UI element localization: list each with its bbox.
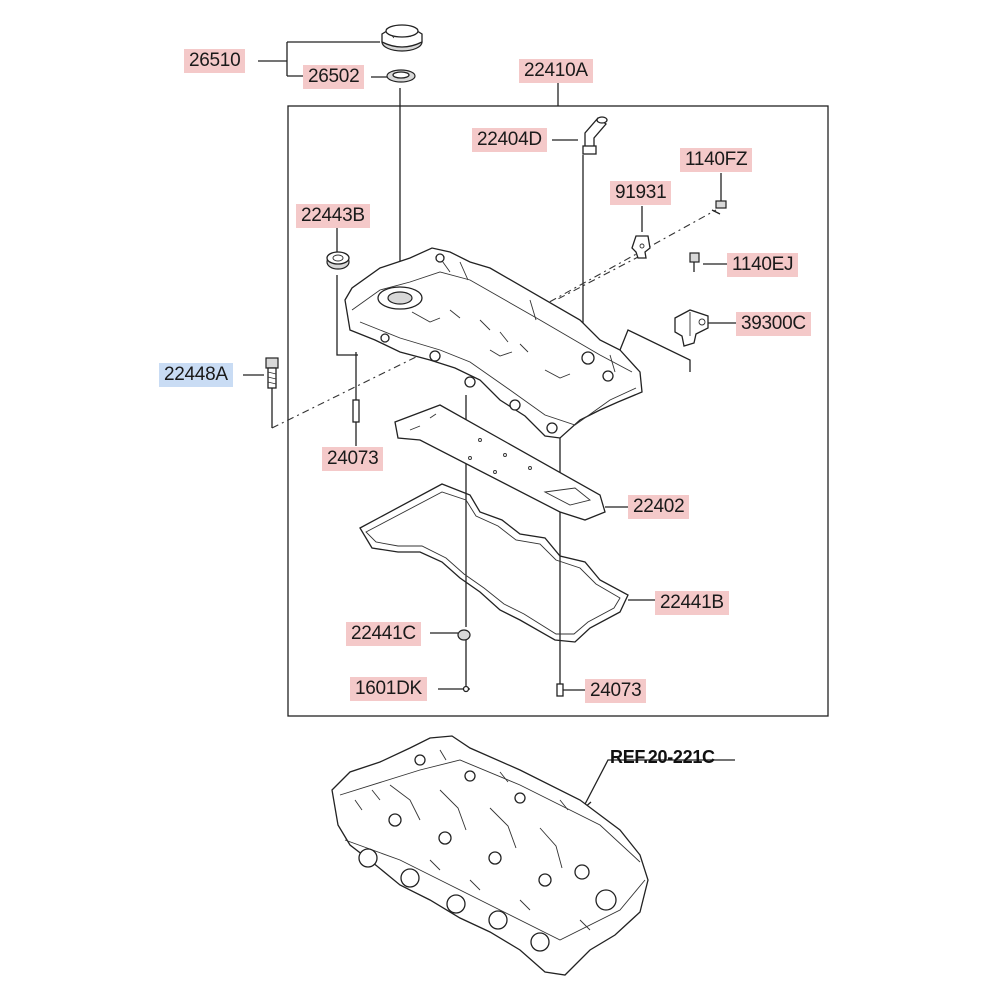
- assembly-centerlines: [271, 209, 717, 429]
- part-label-22448A[interactable]: 22448A: [159, 363, 233, 387]
- seal-22443B[interactable]: [326, 251, 350, 270]
- part-label-24073-top[interactable]: 24073: [322, 447, 384, 471]
- part-label-22441C[interactable]: 22441C: [346, 622, 421, 646]
- pcv-fitting-22404D[interactable]: [582, 116, 608, 155]
- baffle-plate-22402[interactable]: [394, 404, 606, 521]
- part-label-26502[interactable]: 26502: [303, 65, 365, 89]
- reference-label[interactable]: REF.20-221C: [610, 747, 715, 767]
- filler-cap-gasket-26502[interactable]: [386, 69, 416, 83]
- part-label-24073-bottom[interactable]: 24073: [585, 679, 647, 703]
- part-label-1140EJ[interactable]: 1140EJ: [727, 253, 799, 277]
- part-label-22404D[interactable]: 22404D: [472, 128, 547, 152]
- dowel-pin-24073-bottom[interactable]: [556, 683, 564, 697]
- part-label-91931[interactable]: 91931: [610, 181, 672, 205]
- seal-22441C[interactable]: [457, 629, 471, 641]
- bolt-1140FZ[interactable]: [711, 200, 727, 215]
- bolt-1140EJ[interactable]: [689, 252, 700, 272]
- bolt-22448A[interactable]: [265, 357, 279, 389]
- cylinder-head-reference[interactable]: [331, 735, 649, 976]
- part-label-22441B[interactable]: 22441B: [655, 591, 729, 615]
- part-label-1140FZ[interactable]: 1140FZ: [680, 148, 753, 172]
- oil-filler-cap-26510[interactable]: [381, 24, 423, 52]
- cam-sensor-39300C[interactable]: [674, 309, 709, 347]
- part-label-22443B[interactable]: 22443B: [296, 204, 370, 228]
- part-label-22410A[interactable]: 22410A: [519, 59, 593, 83]
- part-label-26510[interactable]: 26510: [184, 49, 246, 73]
- part-label-1601DK[interactable]: 1601DK: [350, 677, 427, 701]
- dowel-pin-24073-top[interactable]: [352, 399, 360, 423]
- bracket-91931[interactable]: [631, 235, 651, 259]
- rocker-cover-gasket-22441B[interactable]: [359, 483, 629, 643]
- rocker-cover-22410A[interactable]: [344, 247, 643, 439]
- part-label-39300C[interactable]: 39300C: [736, 312, 811, 336]
- part-label-22402[interactable]: 22402: [628, 495, 690, 519]
- plug-1601DK[interactable]: [462, 685, 470, 693]
- leader-lines: [243, 41, 737, 811]
